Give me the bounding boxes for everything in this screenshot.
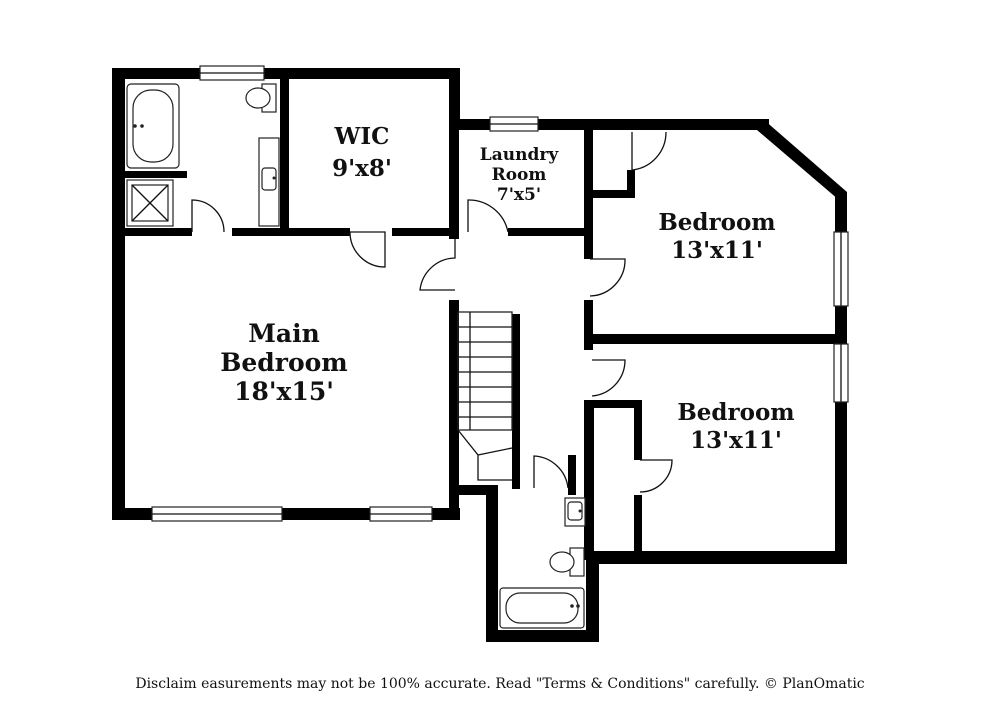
room-laundry-size: 7'x5'	[497, 185, 541, 205]
room-main-bedroom-size: 18'x15'	[234, 377, 334, 406]
shower-main	[126, 179, 174, 227]
doors[interactable]	[191, 131, 673, 493]
room-wic-size: 9'x8'	[332, 155, 392, 182]
vanity-main	[258, 137, 280, 227]
room-laundry-name-line2: Room	[492, 165, 547, 185]
disclaimer-text: Disclaim easurements may not be 100% acc…	[135, 676, 865, 692]
toilet-main	[245, 83, 277, 113]
room-bedroom-bottom-label: Bedroom 13'x11'	[677, 399, 794, 454]
stairs	[457, 311, 513, 481]
room-laundry-label: Laundry Room 7'x5'	[480, 145, 560, 205]
room-bedroom-bottom-size: 13'x11'	[690, 427, 782, 454]
interior-walls	[112, 68, 842, 560]
room-main-bedroom-label: Main Bedroom 18'x15'	[220, 319, 348, 406]
room-bedroom-top-name: Bedroom	[658, 209, 775, 236]
room-bedroom-top-label: Bedroom 13'x11'	[658, 209, 775, 264]
windows	[151, 65, 849, 522]
room-main-bedroom-name-line2: Bedroom	[220, 348, 348, 377]
room-main-bedroom-name-line1: Main	[248, 319, 320, 348]
bathtub-hall	[499, 587, 585, 629]
vanity-hall	[564, 497, 586, 527]
room-bedroom-bottom-name: Bedroom	[677, 399, 794, 426]
toilet-hall	[549, 547, 585, 577]
room-bedroom-top-size: 13'x11'	[671, 237, 763, 264]
room-wic-name: WIC	[334, 123, 390, 150]
room-laundry-name-line1: Laundry	[480, 145, 560, 165]
bathtub-main	[126, 83, 180, 169]
room-wic-label: WIC 9'x8'	[332, 123, 392, 182]
